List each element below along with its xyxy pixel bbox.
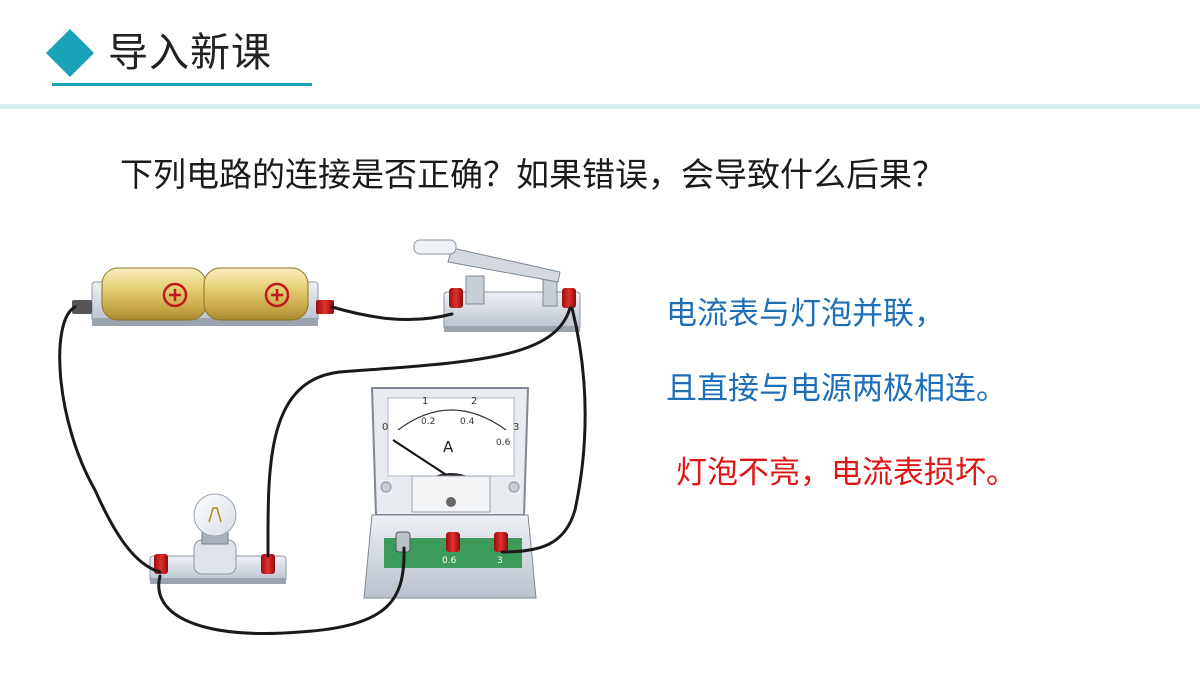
terminal-black bbox=[72, 300, 92, 314]
wire bbox=[157, 546, 406, 635]
scale-label: 1 bbox=[422, 396, 428, 407]
plus-icon bbox=[162, 282, 188, 308]
header-divider bbox=[0, 104, 1200, 109]
wire bbox=[500, 306, 587, 554]
scale-label: 2 bbox=[471, 396, 477, 407]
terminal-red bbox=[154, 554, 168, 574]
scale-label: 0.6 bbox=[496, 438, 511, 448]
answer-line-1: 电流表与灯泡并联， bbox=[666, 296, 945, 332]
scale-label: 0.4 bbox=[460, 417, 475, 427]
question-text: 下列电路的连接是否正确？如果错误，会导致什么后果？ bbox=[120, 155, 945, 194]
battery-box bbox=[72, 267, 334, 326]
wire bbox=[266, 306, 572, 558]
answer-line-2: 且直接与电源两极相连。 bbox=[666, 371, 1007, 407]
terminal-red bbox=[494, 532, 508, 552]
battery-cell bbox=[101, 267, 207, 321]
terminal-label: 0.6 bbox=[442, 556, 457, 566]
terminal-red bbox=[261, 554, 275, 574]
ammeter-window bbox=[411, 475, 491, 513]
ammeter-unit: A bbox=[443, 438, 454, 456]
consequence-text: 灯泡不亮，电流表损坏。 bbox=[676, 455, 1017, 491]
bulb-icon bbox=[193, 493, 237, 537]
terminal-label: 3 bbox=[497, 556, 503, 566]
lamp-holder bbox=[149, 493, 287, 584]
terminal-red bbox=[562, 288, 576, 308]
plus-icon bbox=[264, 282, 290, 308]
switch-blade bbox=[447, 247, 561, 283]
section-title: 导入新课 bbox=[108, 30, 272, 76]
ammeter: 0 1 2 3 0.2 0.4 0.6 A 0.6 3 bbox=[363, 387, 537, 599]
ammeter-needle bbox=[392, 439, 452, 479]
battery-cell bbox=[203, 267, 309, 321]
wires bbox=[58, 305, 587, 635]
knife-switch bbox=[413, 239, 581, 332]
scale-label: 0 bbox=[382, 422, 388, 433]
wire bbox=[330, 305, 454, 322]
wire bbox=[58, 305, 162, 574]
scale-label: 3 bbox=[513, 422, 519, 433]
terminal-red bbox=[446, 532, 460, 552]
title-underline bbox=[52, 83, 312, 86]
scale-label: 0.2 bbox=[421, 417, 435, 427]
terminal-red bbox=[316, 300, 334, 314]
switch-handle bbox=[413, 239, 457, 255]
terminal-red bbox=[449, 288, 463, 308]
